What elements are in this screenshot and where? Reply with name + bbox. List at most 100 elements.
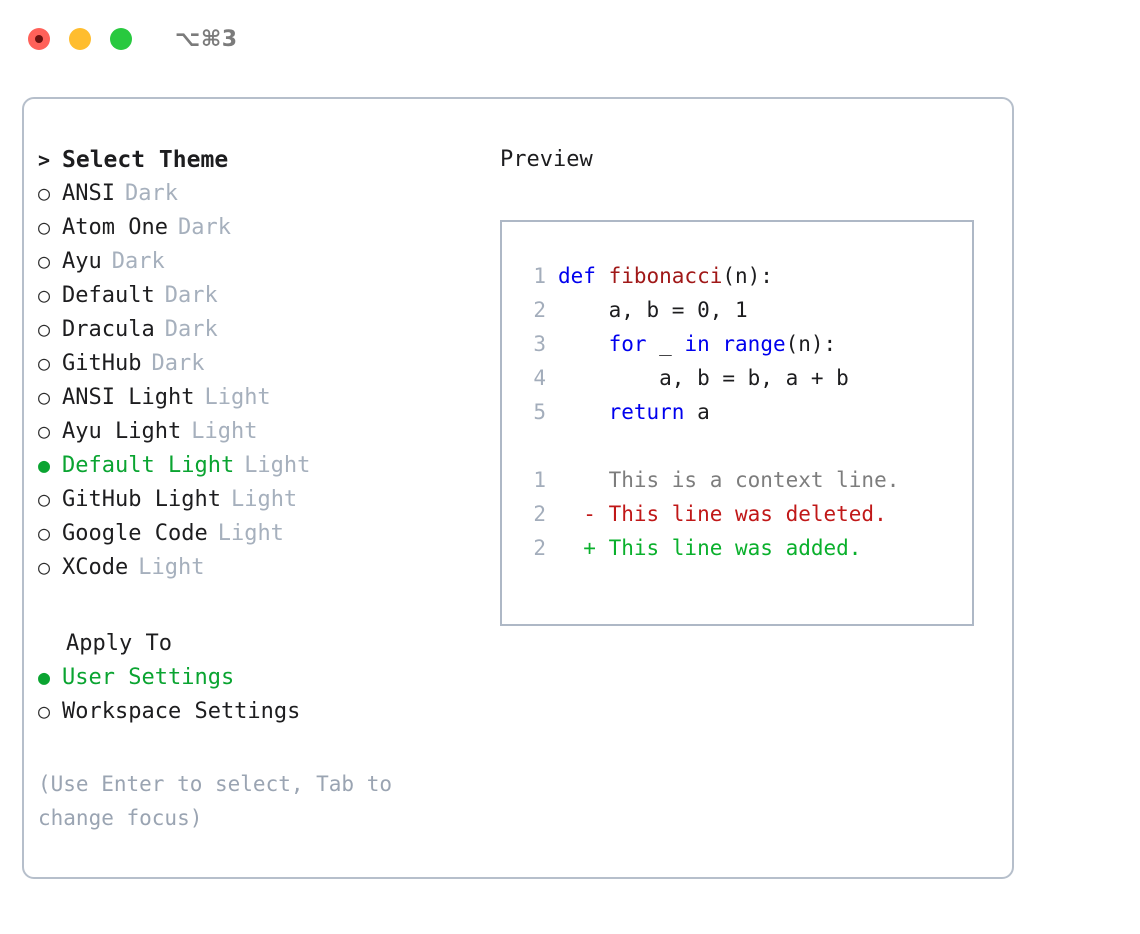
theme-name: Default Light — [62, 453, 235, 478]
theme-list-item[interactable]: ○ GitHub Light Light — [38, 487, 468, 521]
theme-name: Atom One — [62, 215, 168, 240]
theme-name: GitHub Light — [62, 487, 221, 512]
theme-variant-tag: Light — [191, 419, 258, 444]
theme-picker-title: Select Theme — [62, 147, 229, 173]
section-gap — [38, 589, 468, 631]
radio-unselected-icon: ○ — [38, 317, 51, 341]
theme-name: XCode — [62, 555, 129, 580]
code-token: (n): — [785, 332, 837, 356]
apply-to-item[interactable]: ○ Workspace Settings — [38, 699, 468, 733]
diff-text: + This line was added. — [558, 536, 862, 560]
radio-unselected-icon: ○ — [38, 699, 51, 723]
radio-unselected-icon: ○ — [38, 521, 51, 545]
title-bar: ⌥⌘3 — [0, 0, 1140, 78]
code-token: (n): — [722, 264, 773, 288]
line-number: 1 — [533, 264, 546, 288]
theme-list-item[interactable]: ○ Dracula Dark — [38, 317, 468, 351]
code-diff-gap — [520, 434, 972, 468]
line-number: 3 — [533, 332, 546, 356]
theme-variant-tag: Dark — [124, 181, 178, 206]
theme-name: Ayu — [62, 249, 102, 274]
code-line: 4 a, b = b, a + b — [520, 366, 972, 400]
keyboard-shortcut-label: ⌥⌘3 — [175, 26, 238, 52]
theme-variant-tag: Light — [230, 487, 298, 512]
radio-unselected-icon: ○ — [38, 249, 51, 273]
theme-list-item[interactable]: ○ Atom One Dark — [38, 215, 468, 249]
theme-name: Dracula — [62, 317, 155, 342]
diff-line: 2 + This line was added. — [520, 536, 972, 570]
minimize-button[interactable] — [69, 28, 91, 50]
theme-variant-tag: Light — [204, 385, 271, 410]
code-token: a — [697, 400, 710, 424]
radio-unselected-icon: ○ — [38, 351, 51, 375]
close-button[interactable] — [28, 28, 50, 50]
line-number: 2 — [533, 298, 546, 322]
apply-to-list: ● User Settings ○ Workspace Settings — [38, 665, 468, 733]
theme-variant-tag: Dark — [177, 215, 231, 240]
theme-variant-tag: Dark — [111, 249, 165, 274]
code-token: for — [558, 332, 660, 356]
maximize-button[interactable] — [110, 28, 132, 50]
code-token: range — [722, 332, 786, 356]
radio-unselected-icon: ○ — [38, 181, 51, 205]
code-line: 5 return a — [520, 400, 972, 434]
theme-name: Ayu Light — [62, 419, 182, 444]
prompt-caret-icon: > — [38, 148, 51, 172]
diff-text: This is a context line. — [558, 468, 900, 492]
line-number: 5 — [533, 400, 546, 424]
theme-list-item[interactable]: ○ Google Code Light — [38, 521, 468, 555]
keyboard-hint: (Use Enter to select, Tab to change focu… — [38, 772, 405, 830]
radio-selected-icon: ● — [38, 453, 51, 477]
theme-variant-tag: Dark — [151, 351, 205, 376]
radio-unselected-icon: ○ — [38, 385, 51, 409]
code-line: 2 a, b = 0, 1 — [520, 298, 972, 332]
theme-name: Google Code — [62, 521, 208, 546]
hint-gap — [38, 733, 468, 767]
radio-unselected-icon: ○ — [38, 215, 51, 239]
diff-text: - This line was deleted. — [558, 502, 887, 526]
code-line: 3 for _ in range(n): — [520, 332, 972, 366]
code-line: 1 def fibonacci(n): — [520, 264, 972, 298]
apply-to-label: Workspace Settings — [62, 699, 301, 724]
theme-list-item[interactable]: ○ Ayu Dark — [38, 249, 468, 283]
diff-line: 2 - This line was deleted. — [520, 502, 972, 536]
apply-to-title: Apply To — [66, 631, 172, 656]
diff-line: 1 This is a context line. — [520, 468, 972, 502]
code-token: _ — [659, 332, 685, 356]
code-token: fibonacci — [608, 264, 723, 288]
radio-unselected-icon: ○ — [38, 487, 51, 511]
preview-label: Preview — [500, 147, 593, 172]
theme-name: GitHub — [62, 351, 142, 376]
line-number: 1 — [533, 468, 546, 492]
theme-list-item[interactable]: ○ GitHub Dark — [38, 351, 468, 385]
theme-variant-tag: Dark — [164, 317, 218, 342]
radio-unselected-icon: ○ — [38, 555, 51, 579]
code-token: def — [558, 264, 609, 288]
theme-picker-header: > Select Theme — [38, 147, 468, 181]
line-number: 4 — [533, 366, 546, 390]
code-token: a, b = 0, 1 — [558, 298, 748, 322]
window-controls — [28, 28, 132, 50]
code-token: a, b = b, a + b — [558, 366, 849, 390]
radio-selected-icon: ● — [38, 665, 51, 689]
diff-sample: 1 This is a context line.2 - This line w… — [520, 468, 972, 570]
theme-name: Default — [62, 283, 155, 308]
theme-variant-tag: Light — [244, 453, 311, 478]
apply-to-item[interactable]: ● User Settings — [38, 665, 468, 699]
theme-variant-tag: Light — [217, 521, 284, 546]
radio-unselected-icon: ○ — [38, 283, 51, 307]
theme-list-item[interactable]: ● Default Light Light — [38, 453, 468, 487]
apply-to-label: User Settings — [62, 665, 235, 690]
line-number: 2 — [533, 502, 546, 526]
